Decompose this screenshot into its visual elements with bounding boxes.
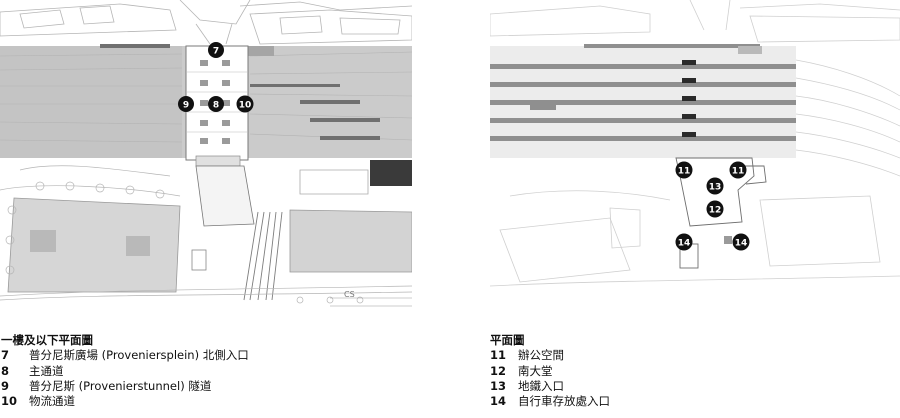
legend-title: 平面圖: [490, 333, 525, 347]
marker-8: 8: [208, 96, 224, 112]
legend-item: 12 南大堂: [490, 364, 610, 379]
svg-text:11: 11: [732, 167, 745, 177]
marker-9: 9: [178, 96, 194, 112]
legend-item: 8 主通道: [1, 364, 249, 379]
svg-text:12: 12: [709, 206, 722, 216]
legend-label: 南大堂: [518, 363, 553, 378]
south-hall-stairs: [724, 236, 732, 244]
marker-10: 10: [236, 95, 254, 113]
marker-13: 13: [706, 177, 724, 195]
legend-label: 主通道: [29, 363, 64, 378]
marker-14-left: 14: [675, 233, 693, 251]
legend-item: 14 自行車存放處入口: [490, 394, 610, 409]
legend-number: 8: [1, 363, 10, 378]
svg-text:13: 13: [709, 183, 722, 193]
legend-number: 10: [1, 394, 18, 409]
legend-item: 9 普分尼斯 (Provenierstunnel) 隧道: [1, 379, 249, 394]
svg-text:14: 14: [678, 239, 691, 249]
legend-item: 11 辦公空間: [490, 348, 610, 363]
legend-label: 辦公空間: [518, 348, 564, 363]
legend-label: 普分尼斯 (Provenierstunnel) 隧道: [29, 378, 212, 393]
south-hall-outline: [195, 165, 255, 227]
svg-text:8: 8: [213, 101, 219, 111]
legend-label: 地鐵入口: [518, 378, 564, 393]
drawing-title-block: CS: [330, 290, 412, 307]
ground-floor-plan-drawing: CS 7 8 9 10: [0, 0, 412, 316]
marker-14-right: 14: [732, 233, 750, 251]
svg-text:9: 9: [183, 101, 189, 111]
svg-text:14: 14: [735, 239, 748, 249]
svg-text:10: 10: [239, 101, 252, 111]
south-hall: [675, 157, 767, 269]
legend-label: 物流通道: [29, 394, 75, 409]
marker-7: 7: [208, 42, 224, 58]
legend-floor-plan: 平面圖 11 辦公空間 12 南大堂 13 地鐵入口 14 自行車存放處入口: [490, 333, 610, 409]
marker-12: 12: [706, 200, 724, 218]
platform-field: [490, 44, 900, 177]
dark-hatched-area: [370, 160, 412, 186]
svg-text:7: 7: [213, 47, 219, 57]
floor-plan-drawing: 11 11 12 13 14 14: [490, 0, 900, 290]
legend-ground-floor: 一樓及以下平面圖 7 普分尼斯廣場 (Proveniersplein) 北側入口…: [1, 333, 249, 409]
north-city-blocks: [0, 0, 412, 45]
legend-number: 7: [1, 348, 10, 363]
surrounding-outlines: [490, 0, 900, 287]
legend-title: 一樓及以下平面圖: [1, 333, 93, 347]
legend-number: 11: [490, 348, 507, 363]
corner-label: CS: [344, 290, 355, 299]
marker-11-left: 11: [675, 161, 693, 179]
legend-item: 13 地鐵入口: [490, 379, 610, 394]
legend-number: 14: [490, 394, 507, 409]
south-city-blocks: [7, 169, 412, 293]
legend-label: 自行車存放處入口: [518, 394, 610, 409]
marker-11-right: 11: [729, 161, 747, 179]
legend-label: 普分尼斯廣場 (Proveniersplein) 北側入口: [29, 348, 249, 363]
landscape-lines: [0, 165, 412, 304]
legend-number: 9: [1, 378, 10, 393]
legend-item: 10 物流通道: [1, 394, 249, 409]
legend-number: 12: [490, 363, 507, 378]
southern-rail-lines: [243, 211, 283, 301]
legend-item: 7 普分尼斯廣場 (Proveniersplein) 北側入口: [1, 348, 249, 363]
legend-number: 13: [490, 378, 507, 393]
svg-text:11: 11: [678, 167, 691, 177]
